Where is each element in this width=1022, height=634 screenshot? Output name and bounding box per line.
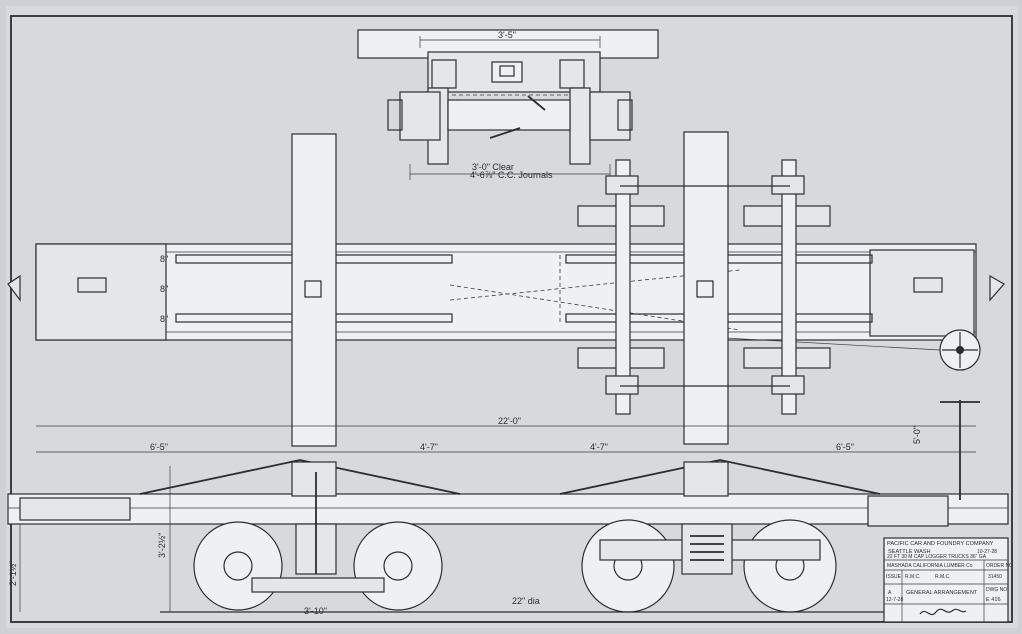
- side-elevation: [7, 400, 1009, 527]
- tb-issue: ISSUE: [886, 574, 902, 580]
- dim-brake-height: 5'-0": [912, 426, 922, 444]
- truck-plan: [577, 159, 831, 415]
- dim-top-gauge: 3'-5": [498, 30, 516, 40]
- tb-rev: A: [888, 590, 892, 596]
- signature-mark: [919, 608, 967, 616]
- dim-end-left: 6'-5": [150, 442, 168, 452]
- dim-side-c: 8": [160, 314, 168, 324]
- dim-mid-left: 4'-7": [420, 442, 438, 452]
- tb-checked: R.M.C.: [935, 574, 951, 580]
- dim-overall-length: 22'-0": [498, 416, 521, 426]
- tb-title: GENERAL ARRANGEMENT: [906, 590, 978, 596]
- dim-truck-spacing: 3'-10": [304, 606, 327, 616]
- tb-customer: MASHADA CALIFORNIA LUMBER Co: [887, 563, 973, 569]
- dim-side-b: 8": [160, 284, 168, 294]
- dim-height-total: 3'-2½": [157, 533, 167, 558]
- left-truck-elevation: [193, 472, 443, 611]
- tb-subject: 22 FT 30 M CAP LOGGER TRUCKS 36" GA: [887, 554, 987, 560]
- tb-dwg-label: DWG NO: [986, 587, 1007, 593]
- dim-mid-right: 4'-7": [590, 442, 608, 452]
- tb-dwg-no: E 416: [986, 597, 1001, 603]
- dim-wheel-dia: 22" dia: [512, 596, 540, 606]
- tb-date: 10-27-28: [977, 549, 997, 555]
- tb-drawn: R.M.C.: [905, 574, 921, 580]
- drawing-border: [10, 15, 1013, 623]
- tb-order-label: ORDER NO: [986, 563, 1013, 569]
- right-truck-elevation: [581, 519, 837, 613]
- end-view: [357, 29, 659, 180]
- title-block: [883, 537, 1009, 623]
- dim-clear: 3'-0" Clear: [472, 162, 514, 172]
- dim-journals: 4'-6⅞" C.C. Journals: [470, 170, 553, 180]
- tb-company: PACIFIC CAR AND FOUNDRY COMPANY: [887, 541, 994, 547]
- tb-rev-date: 12-7-28: [886, 597, 903, 603]
- dim-end-right: 6'-5": [836, 442, 854, 452]
- tb-order-no: 31450: [988, 574, 1002, 580]
- dim-side-a: 8": [160, 254, 168, 264]
- dim-height-low: 2'-1½": [8, 561, 18, 586]
- tb-location: SEATTLE WASH: [888, 549, 931, 555]
- plan-view: [7, 131, 1005, 447]
